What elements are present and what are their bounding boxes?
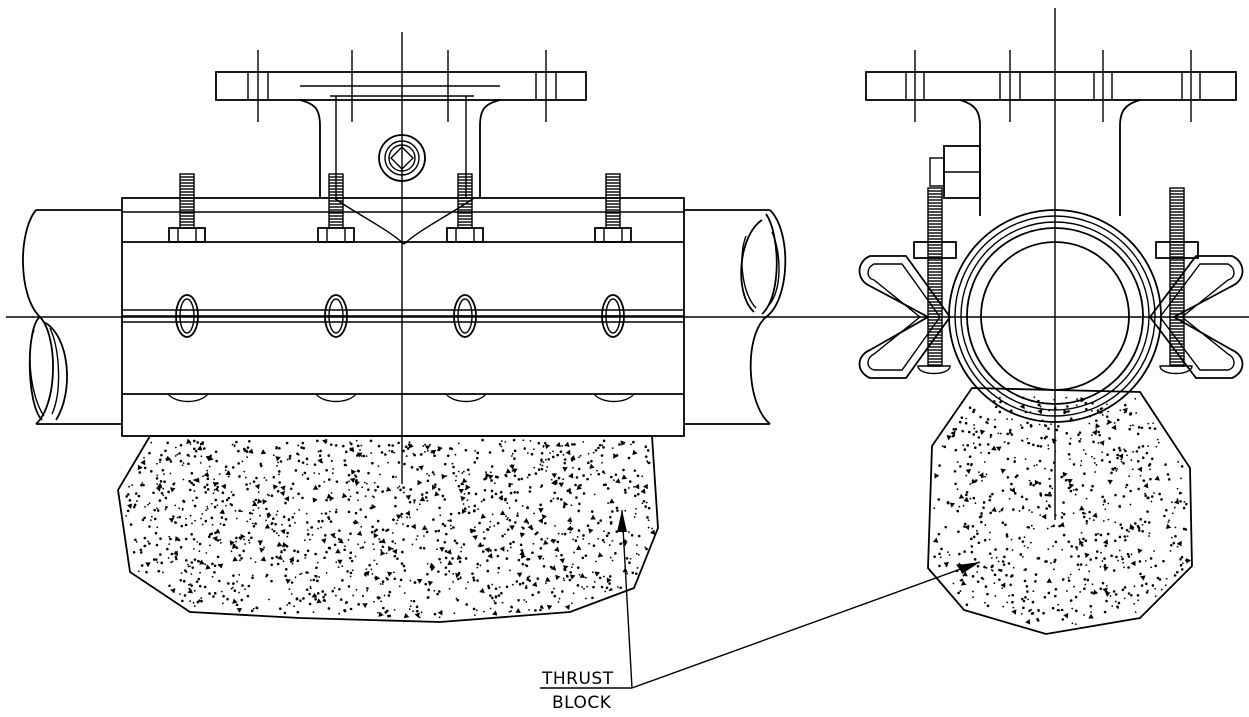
end-thrust-block — [927, 387, 1193, 635]
end-view — [858, 8, 1244, 635]
callout-label-block: BLOCK — [552, 693, 612, 713]
callout-label-thrust: THRUST — [541, 669, 614, 689]
end-thrust-block-stipple — [932, 396, 1191, 626]
side-thrust-block-stipple — [125, 438, 656, 619]
end-bracket — [865, 50, 1237, 216]
end-clamp-wings — [858, 255, 1244, 379]
side-bracket — [215, 50, 587, 198]
side-thrust-block — [117, 435, 659, 623]
end-studs — [913, 187, 1199, 375]
side-top-studs — [168, 173, 632, 243]
side-bolt-ovals — [175, 294, 625, 338]
side-view — [22, 32, 787, 623]
thrust-block-callout: THRUST BLOCK — [540, 509, 981, 713]
